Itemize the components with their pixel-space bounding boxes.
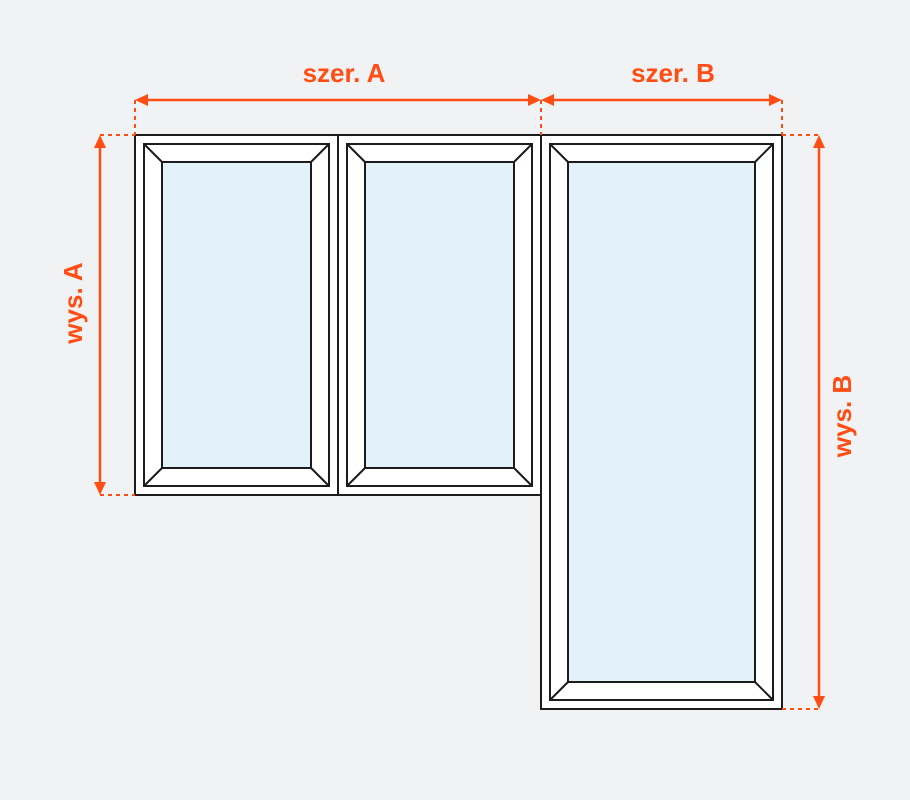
height-a-dimension: wys. A	[58, 134, 135, 496]
height-a-label: wys. A	[58, 262, 88, 345]
width-b-dimension: szer. B	[541, 58, 783, 135]
width-a-dimension: szer. A	[134, 58, 542, 135]
height-b-dimension: wys. B	[782, 134, 857, 710]
window-a-left	[134, 134, 339, 496]
width-a-label: szer. A	[303, 58, 386, 88]
width-b-label: szer. B	[631, 58, 715, 88]
window-a-right	[337, 134, 542, 496]
window-b-door	[540, 134, 783, 710]
height-b-label: wys. B	[827, 375, 857, 458]
